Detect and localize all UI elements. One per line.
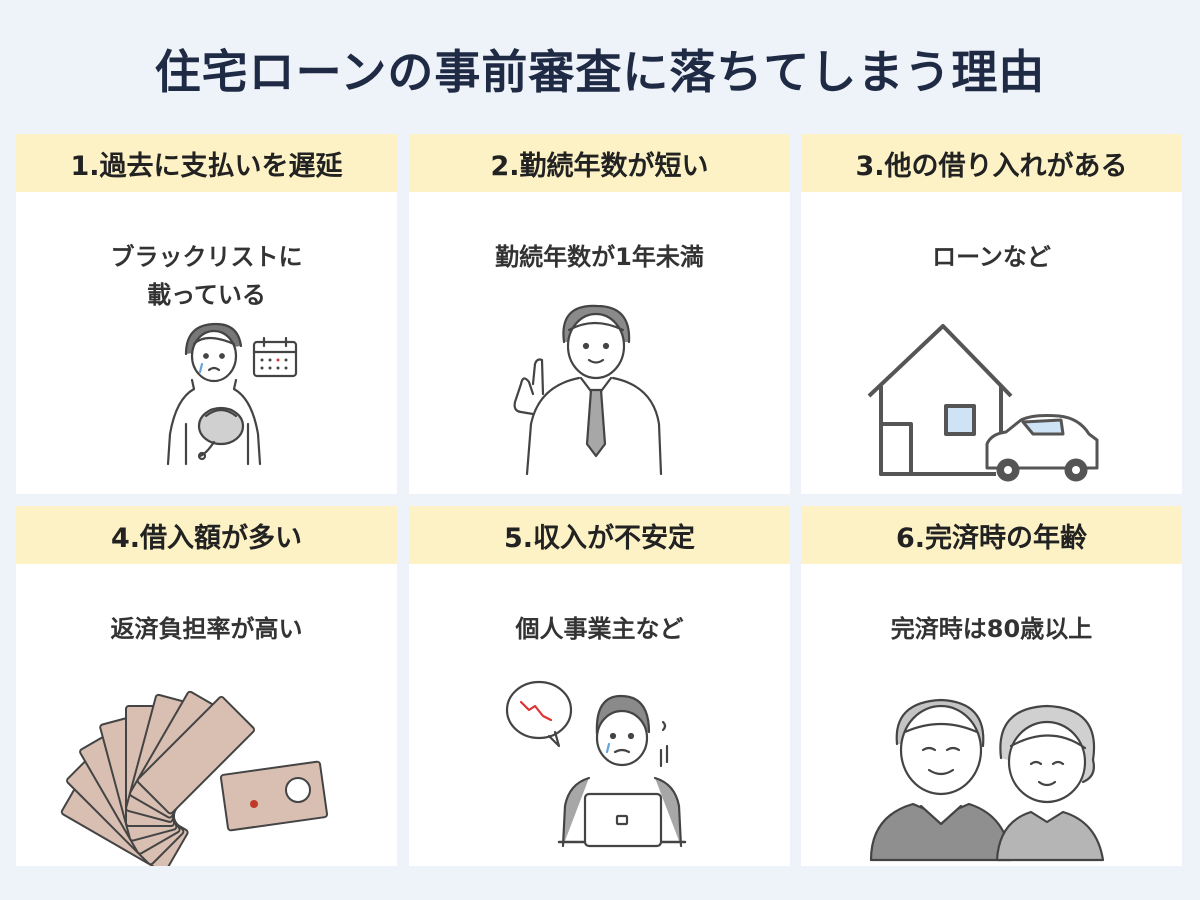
businessman-icon (513, 304, 663, 476)
reason-card-6: 6.完済時の年齢 完済時は80歳以上 (801, 506, 1182, 866)
card-description: 返済負担率が高い (16, 610, 397, 648)
card-description-line: 勤続年数が1年未満 (495, 243, 704, 271)
reason-card-2: 2.勤続年数が短い 勤続年数が1年未満 (409, 134, 790, 494)
card-heading: 3.他の借り入れがある (801, 134, 1182, 192)
card-description-line: 返済負担率が高い (110, 615, 303, 643)
card-description-line: 個人事業主など (515, 615, 684, 643)
elderly-couple-icon (869, 698, 1105, 862)
card-heading: 1.過去に支払いを遅延 (16, 134, 397, 192)
page-title: 住宅ローンの事前審査に落ちてしまう理由 (154, 45, 1046, 99)
card-description-line: ローンなど (932, 243, 1051, 271)
card-heading: 6.完済時の年齢 (801, 506, 1182, 564)
banknotes-icon (60, 690, 329, 866)
reason-card-3: 3.他の借り入れがある ローンなど (801, 134, 1182, 494)
card-description: 個人事業主など (409, 610, 790, 648)
house-car-icon (867, 324, 1099, 482)
card-description: 完済時は80歳以上 (801, 610, 1182, 648)
card-description-line: 完済時は80歳以上 (890, 615, 1093, 643)
card-heading: 2.勤続年数が短い (409, 134, 790, 192)
card-heading: 4.借入額が多い (16, 506, 397, 564)
worried-laptop-person-icon (505, 680, 687, 848)
card-description-line: ブラックリストに (110, 243, 303, 271)
card-description: ブラックリストに 載っている (16, 238, 397, 314)
reason-card-1: 1.過去に支払いを遅延 ブラックリストに 載っている (16, 134, 397, 494)
reason-card-5: 5.収入が不安定 個人事業主など (409, 506, 790, 866)
card-description: 勤続年数が1年未満 (409, 238, 790, 276)
reason-card-4: 4.借入額が多い 返済負担率が高い (16, 506, 397, 866)
person-wallet-calendar-icon (166, 322, 298, 466)
card-description-line: 載っている (147, 281, 266, 309)
card-description: ローンなど (801, 238, 1182, 276)
card-heading: 5.収入が不安定 (409, 506, 790, 564)
